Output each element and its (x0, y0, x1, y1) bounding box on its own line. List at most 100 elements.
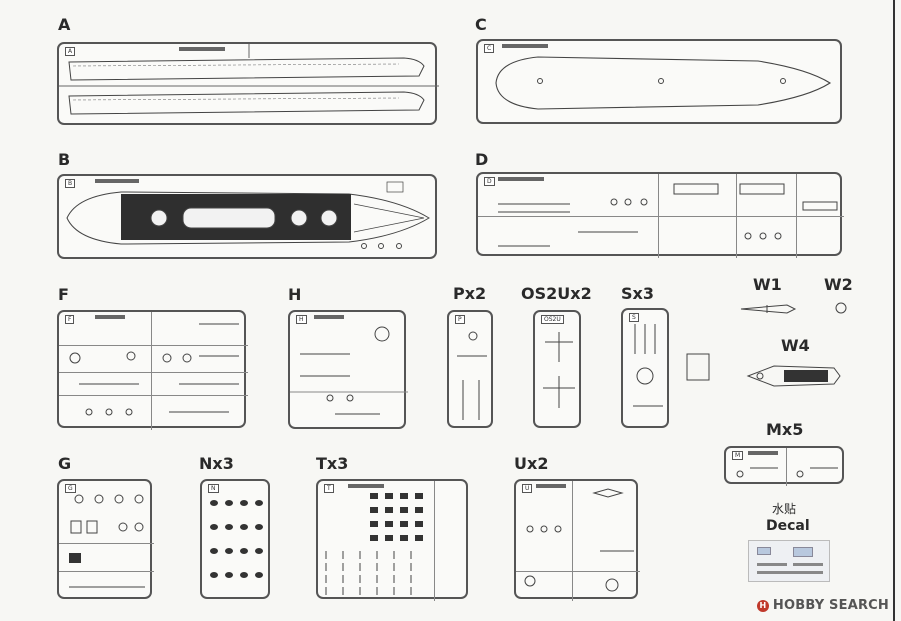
hobby-search-watermark: H HOBBY SEARCH (756, 598, 889, 613)
sprue-label-os2u: OS2Ux2 (521, 284, 592, 303)
sprue-label-f: F (58, 285, 69, 304)
small-parts-f (69, 323, 239, 416)
small-part (415, 493, 423, 499)
small-parts-p (457, 331, 487, 420)
small-parts-t (325, 493, 423, 595)
small-part (385, 493, 393, 499)
small-parts-s (633, 324, 710, 407)
part-w2 (835, 302, 847, 314)
small-part (240, 500, 248, 506)
sprue-t: T (316, 479, 468, 601)
sprue-label-u: Ux2 (514, 454, 549, 473)
sprue-tag-d: D (484, 177, 495, 186)
small-part (370, 521, 378, 527)
sprue-tag-s: S (629, 313, 639, 322)
small-part (240, 572, 248, 578)
small-part (210, 572, 218, 578)
sprue-code-u (536, 484, 566, 488)
sprue-tag-os2u: OS2U (541, 315, 564, 324)
part-label-w4: W4 (781, 336, 810, 355)
sprue-m: M (724, 446, 844, 486)
sprue-tag-b: B (65, 179, 76, 188)
small-parts-u (524, 488, 634, 592)
sprue-code-h (314, 315, 344, 319)
part-w1 (740, 304, 797, 314)
small-part (225, 524, 233, 530)
small-parts-h (290, 326, 408, 415)
small-parts-m (736, 467, 838, 478)
main-deck-part-c (495, 56, 832, 110)
sprue-tag-c: C (484, 44, 495, 53)
sprue-label-a: A (58, 15, 71, 34)
sprue-label-m: Mx5 (766, 420, 804, 439)
part-w4 (746, 365, 841, 387)
small-part (210, 500, 218, 506)
sprue-tag-g: G (65, 484, 76, 493)
decal-label-cn: 水贴 (772, 502, 797, 516)
sprue-u: U (514, 479, 640, 601)
sprue-tag-h: H (296, 315, 307, 324)
sprue-code-b (95, 179, 139, 183)
sprue-label-d: D (475, 150, 489, 169)
small-part (240, 524, 248, 530)
sprue-code-d (498, 177, 544, 181)
small-part (370, 507, 378, 513)
small-part (370, 535, 378, 541)
sprue-tag-u: U (522, 484, 533, 493)
sprue-code-c (502, 44, 548, 48)
small-part (255, 500, 263, 506)
sprue-c: C (476, 39, 842, 124)
page-edge (893, 0, 895, 621)
small-part (225, 548, 233, 554)
sprue-os2u: OS2U (533, 310, 581, 428)
sprue-p: P (447, 310, 493, 428)
sprue-s: S (621, 308, 710, 428)
small-part (400, 493, 408, 499)
sprue-h: H (288, 310, 408, 429)
small-part (210, 524, 218, 530)
sprue-tag-m: M (732, 451, 744, 460)
small-part (225, 572, 233, 578)
sprue-n: N (200, 479, 270, 599)
sprue-label-t: Tx3 (316, 454, 349, 473)
sprue-tag-f: F (65, 315, 75, 324)
part-label-w2: W2 (824, 275, 853, 294)
deck-part-b (66, 181, 430, 249)
sprue-code-t (348, 484, 384, 488)
small-part (400, 535, 408, 541)
sprue-code-a (179, 47, 225, 51)
small-part (385, 507, 393, 513)
sprue-tag-p: P (455, 315, 465, 324)
small-parts-os2u (543, 332, 575, 408)
small-part (400, 507, 408, 513)
hobby-search-logo-text: HOBBY SEARCH (772, 598, 889, 613)
decal-label-en: Decal (766, 518, 810, 534)
sprue-label-g: G (58, 454, 72, 473)
part-label-w1: W1 (753, 275, 782, 294)
sprue-code-f (95, 315, 125, 319)
small-part (400, 521, 408, 527)
sprue-b: B (57, 174, 437, 259)
small-part (415, 521, 423, 527)
hobby-search-logo-icon: H (756, 599, 769, 612)
small-parts-d (498, 183, 838, 247)
decal-sheet (748, 540, 830, 582)
sprue-d: D (476, 172, 844, 258)
small-parts-n (210, 500, 263, 578)
small-part (210, 548, 218, 554)
sprue-label-b: B (58, 150, 71, 169)
small-part (255, 548, 263, 554)
sprue-label-c: C (475, 15, 487, 34)
sprue-g: G (57, 479, 154, 599)
small-part (255, 572, 263, 578)
sprue-label-h: H (288, 285, 302, 304)
sprue-f: F (57, 310, 248, 430)
small-part (415, 507, 423, 513)
sprue-code-m (748, 451, 778, 455)
sprue-label-s: Sx3 (621, 284, 654, 303)
sprue-label-n: Nx3 (199, 454, 234, 473)
small-part (255, 524, 263, 530)
small-part (225, 500, 233, 506)
small-part (240, 548, 248, 554)
